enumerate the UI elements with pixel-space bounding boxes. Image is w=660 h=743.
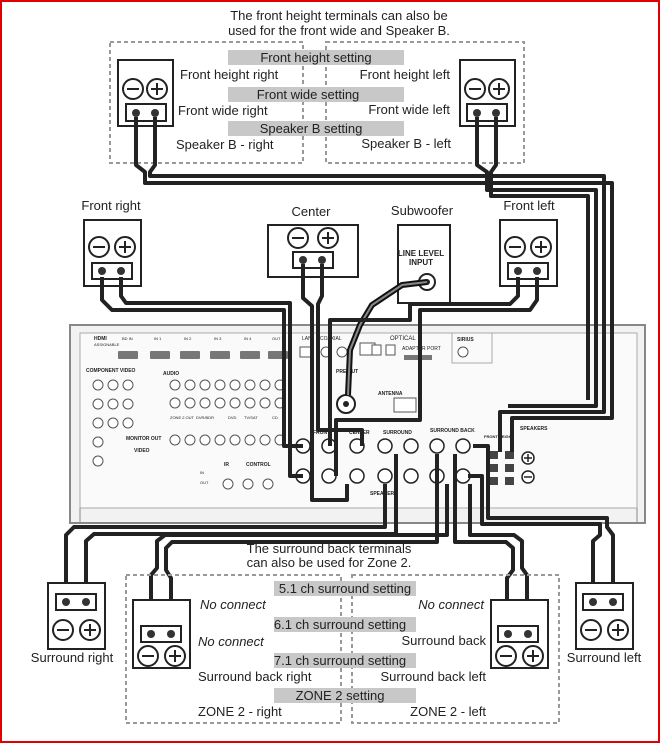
bottom-setting-4: ZONE 2 setting bbox=[274, 688, 416, 703]
bottom-setting-2: 6.1 ch surround setting bbox=[274, 617, 416, 632]
front-wide-right-label: Front wide right bbox=[178, 103, 268, 118]
bottom-setting-4-title: ZONE 2 setting bbox=[296, 688, 385, 703]
zone2-right-label: ZONE 2 - right bbox=[198, 704, 282, 719]
out-label: OUT bbox=[200, 480, 209, 485]
center-terminal-label: CENTER bbox=[349, 430, 370, 436]
speaker-front-left bbox=[499, 219, 558, 287]
hdmi-in4-label: IN 4 bbox=[244, 336, 252, 341]
speaker-surround-right bbox=[47, 582, 106, 650]
top-setting-2: Front wide setting bbox=[228, 87, 404, 102]
no-connect-right-1: No connect bbox=[200, 597, 267, 612]
surround-terminal-label: SURROUND bbox=[383, 430, 412, 436]
top-setting-3: Speaker B setting bbox=[228, 121, 404, 136]
subwoofer-label: Subwoofer bbox=[391, 203, 454, 218]
surround-right-label: Surround right bbox=[31, 650, 114, 665]
optical-label: OPTICAL bbox=[390, 336, 416, 342]
front-height-right-label: Front height right bbox=[180, 67, 279, 82]
surround-back-label: Surround back bbox=[401, 633, 486, 648]
speaker-front-height-right bbox=[117, 59, 174, 127]
line-level-label-2: INPUT bbox=[409, 258, 433, 267]
bottom-setting-3-title: 7.1 ch surround setting bbox=[274, 653, 406, 668]
surround-left-label: Surround left bbox=[567, 650, 642, 665]
line-level-label-1: LINE LEVEL bbox=[398, 249, 444, 258]
top-left-group bbox=[325, 41, 525, 164]
speaker-b-left-label: Speaker B - left bbox=[361, 136, 451, 151]
front-right-label: Front right bbox=[81, 198, 141, 213]
antenna-label: ANTENNA bbox=[378, 391, 403, 397]
dvd-label: DVD bbox=[228, 415, 237, 420]
surround-back-right-label: Surround back right bbox=[198, 669, 312, 684]
tv-sat-label: TV/SAT bbox=[244, 415, 258, 420]
top-note-line1: The front height terminals can also be bbox=[230, 8, 448, 23]
dvr-bdr-label: DVR/BDR bbox=[196, 415, 214, 420]
component-video-label: COMPONENT VIDEO bbox=[86, 368, 136, 374]
top-right-group bbox=[109, 41, 304, 164]
surround-back-terminal-label: SURROUND BACK bbox=[430, 428, 475, 434]
top-setting-1-title: Front height setting bbox=[260, 50, 371, 65]
front-height-left-label: Front height left bbox=[360, 67, 451, 82]
speaker-b-right-label: Speaker B - right bbox=[176, 137, 274, 152]
speaker-front-height-left bbox=[459, 59, 516, 127]
surround-back-left-label: Surround back left bbox=[380, 669, 486, 684]
hdmi-in3-label: IN 3 bbox=[214, 336, 222, 341]
hdmi-out-label: OUT bbox=[272, 336, 281, 341]
audio-label: AUDIO bbox=[163, 371, 179, 377]
lan-label: LAN bbox=[302, 336, 312, 342]
hdmi-assignable: ASSIGNABLE bbox=[94, 342, 120, 347]
in-label: IN bbox=[200, 470, 204, 475]
bottom-note-line1: The surround back terminals bbox=[247, 541, 412, 556]
hdmi-in1-label: IN 1 bbox=[154, 336, 162, 341]
speaker-front-right bbox=[83, 219, 142, 287]
monitor-out-label: MONITOR OUT bbox=[126, 436, 161, 442]
speaker-center bbox=[267, 224, 359, 278]
bottom-setting-1: 5.1 ch surround setting bbox=[274, 581, 416, 596]
front-terminal-label: FRONT bbox=[313, 430, 330, 436]
top-setting-3-title: Speaker B setting bbox=[260, 121, 363, 136]
video-label: VIDEO bbox=[134, 448, 150, 454]
speaker-surround-left bbox=[575, 582, 634, 650]
hdmi-in2-label: IN 2 bbox=[184, 336, 192, 341]
bottom-setting-2-title: 6.1 ch surround setting bbox=[274, 617, 406, 632]
ir-label: IR bbox=[224, 462, 229, 468]
front-wide-left-label: Front wide left bbox=[368, 102, 450, 117]
zone2-left-label: ZONE 2 - left bbox=[410, 704, 486, 719]
speaker-surround-back-left bbox=[490, 599, 549, 669]
speaker-wires bbox=[64, 117, 615, 624]
speakers-label-top: SPEAKERS bbox=[520, 426, 548, 432]
speaker-surround-back-right bbox=[132, 599, 191, 669]
zone2-out-label: ZONE 2 OUT bbox=[170, 415, 195, 420]
bottom-right-group bbox=[125, 574, 342, 724]
bd-in-label: BD IN bbox=[122, 336, 133, 341]
bottom-note-line2: can also be used for Zone 2. bbox=[247, 555, 412, 570]
subwoofer: LINE LEVEL INPUT bbox=[397, 224, 451, 304]
top-setting-2-title: Front wide setting bbox=[257, 87, 360, 102]
cd-label: CD bbox=[272, 415, 278, 420]
receiver-rear-panel: HDMI ASSIGNABLE BD IN IN 1 IN 2 IN 3 IN … bbox=[69, 324, 646, 524]
front-left-label: Front left bbox=[503, 198, 555, 213]
bottom-setting-3: 7.1 ch surround setting bbox=[274, 653, 416, 668]
no-connect-right-2: No connect bbox=[198, 634, 265, 649]
bottom-left-group bbox=[351, 574, 560, 724]
center-label: Center bbox=[291, 204, 331, 219]
top-note-line2: used for the front wide and Speaker B. bbox=[228, 23, 450, 38]
sirius-label: SIRIUS bbox=[457, 337, 474, 343]
bottom-setting-1-title: 5.1 ch surround setting bbox=[279, 581, 411, 596]
no-connect-left-1: No connect bbox=[418, 597, 485, 612]
control-label: CONTROL bbox=[246, 462, 271, 468]
top-setting-1: Front height setting bbox=[228, 50, 404, 65]
hdmi-label: HDMI bbox=[94, 336, 107, 342]
